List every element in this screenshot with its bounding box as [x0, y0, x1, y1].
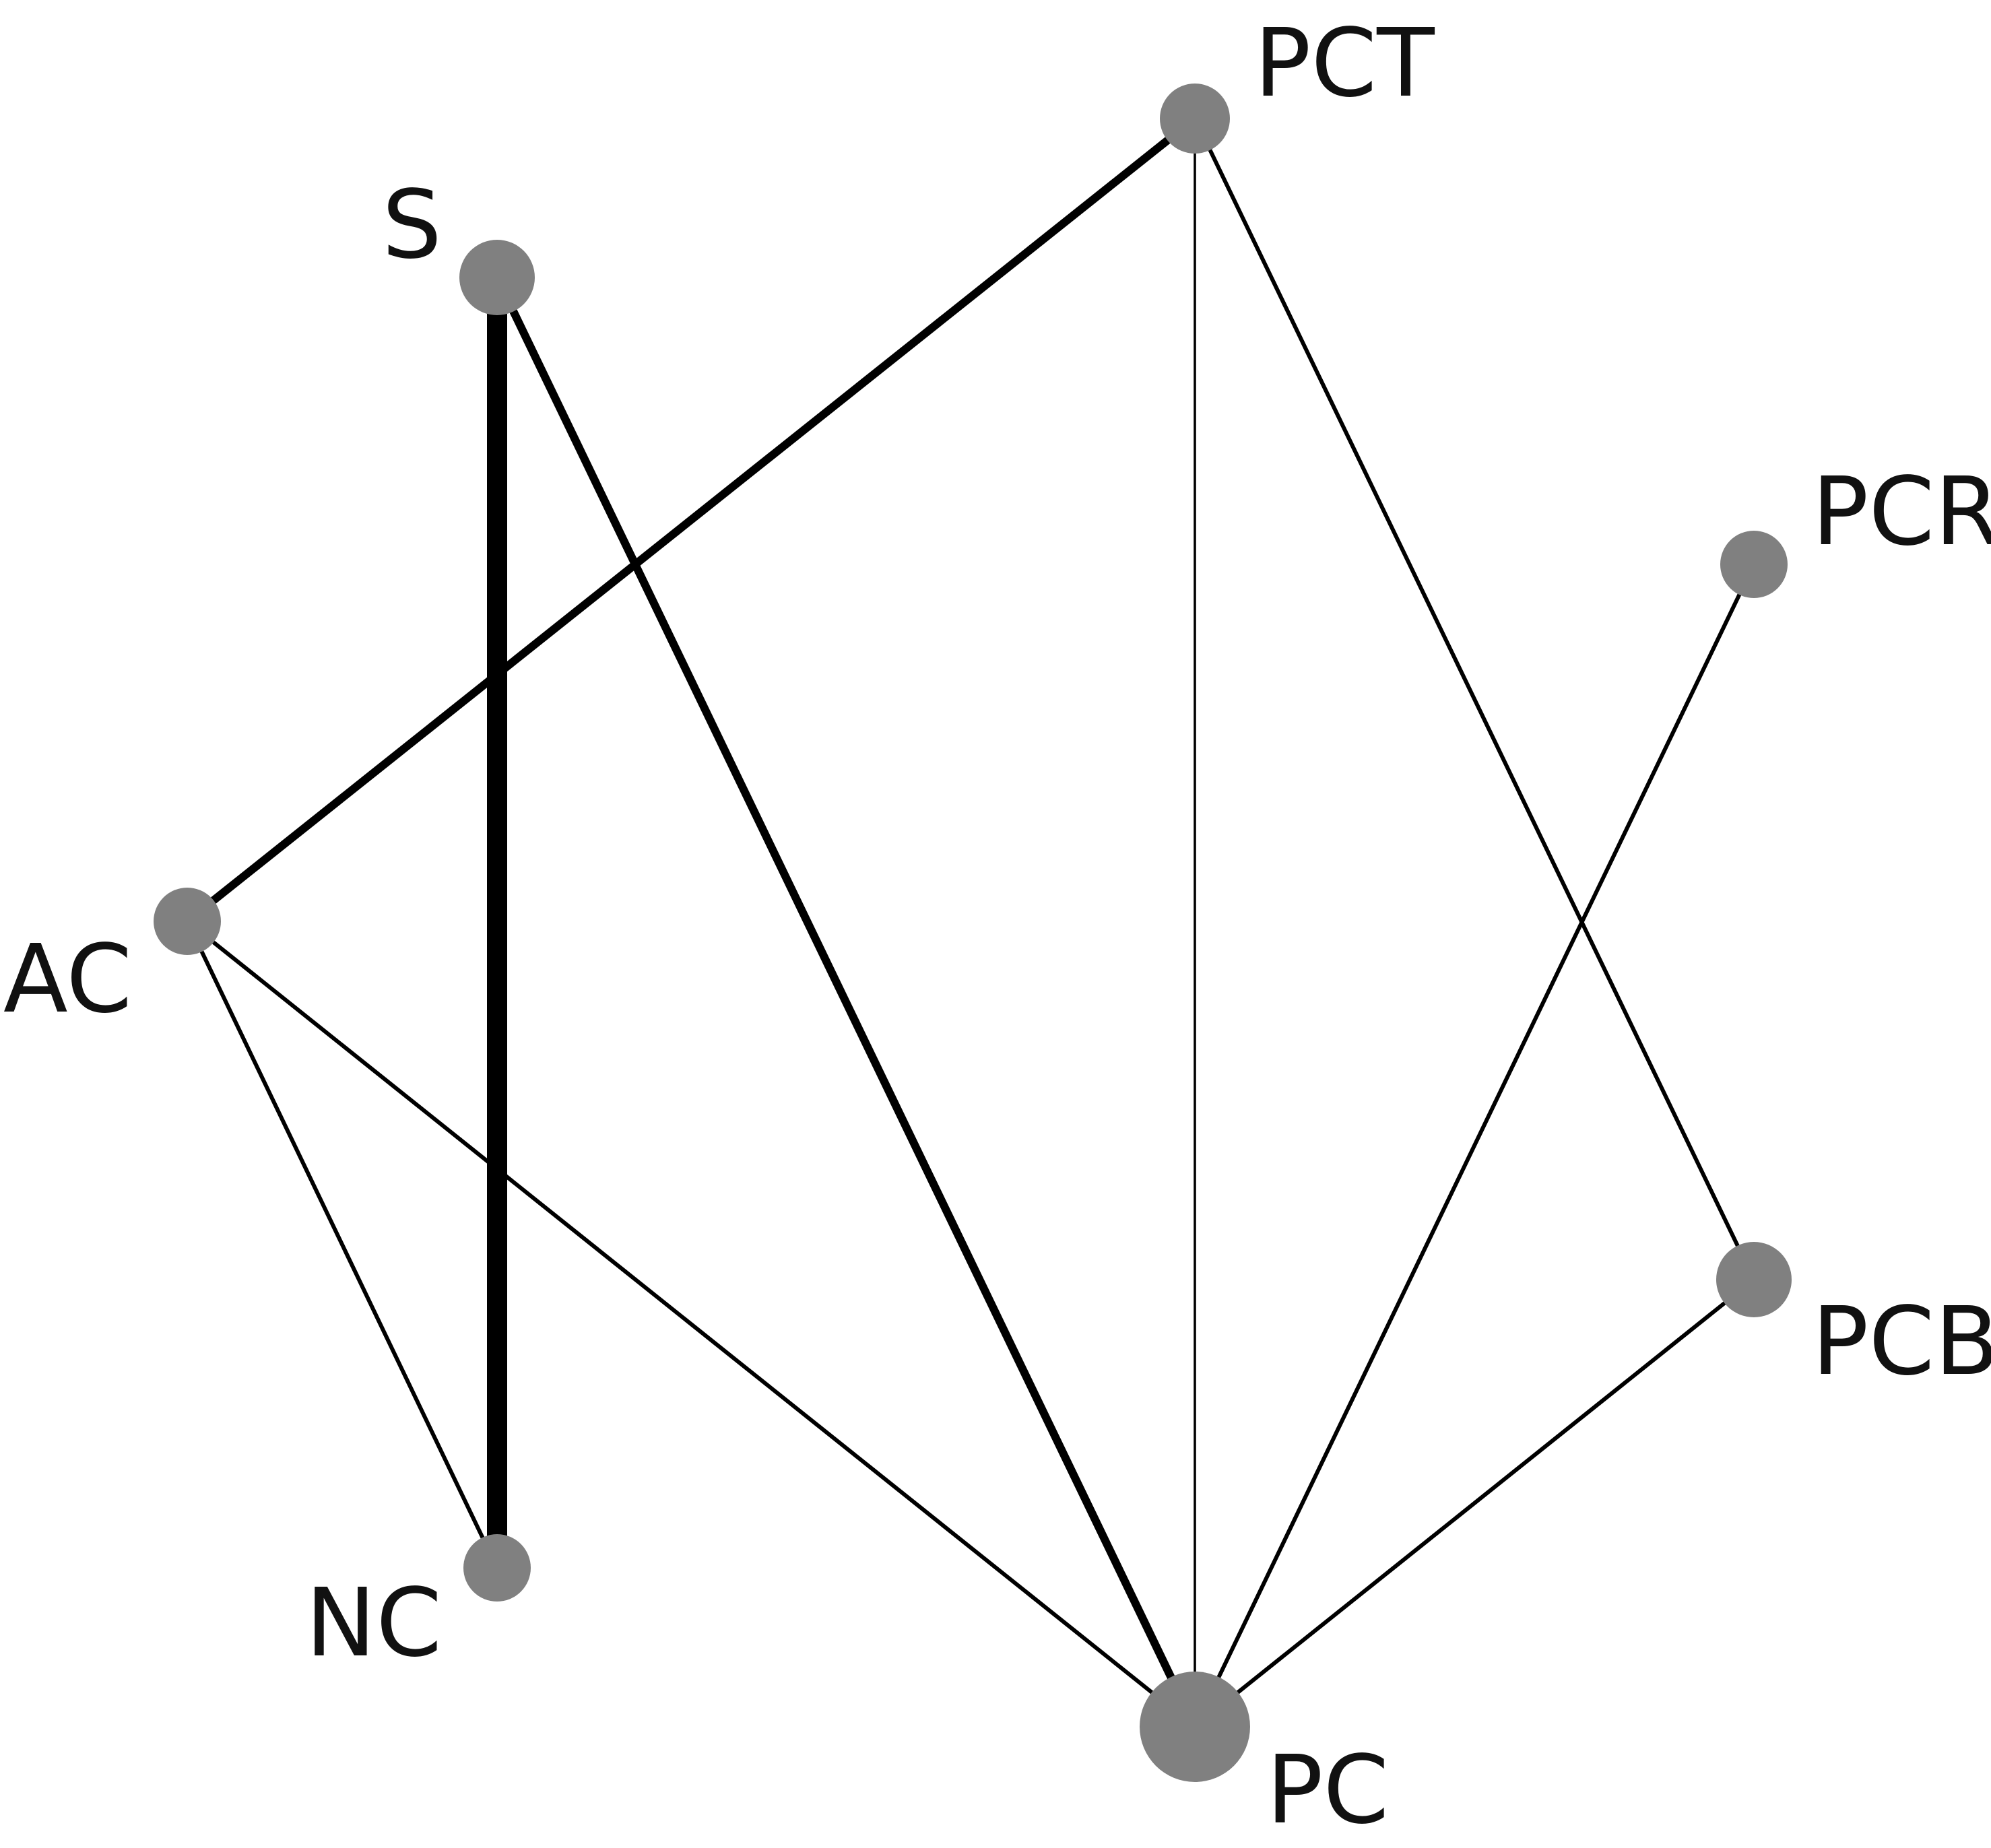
node-label-pc: PC: [1266, 1736, 1389, 1845]
edge-pcb-pc: [1194, 1278, 1755, 1729]
edge-ac-pct: [185, 115, 1198, 925]
edge-s-pc: [493, 275, 1199, 1729]
node-pcb: [1716, 1242, 1792, 1317]
node-label-nc: NC: [306, 1569, 442, 1678]
nodes-layer: [154, 84, 1792, 1782]
node-pc: [1140, 1672, 1250, 1782]
edge-ac-nc: [185, 920, 499, 1569]
edge-pcr-pc: [1193, 563, 1756, 1728]
edge-pct-pcb: [1193, 117, 1756, 1281]
node-label-s: S: [382, 170, 442, 280]
node-s: [459, 240, 535, 315]
node-pcr: [1720, 531, 1788, 598]
node-label-pcb: PCB: [1812, 1287, 1991, 1397]
labels-layer: PCT S PCR AC PCB NC PC: [3, 9, 1991, 1845]
node-ac: [154, 888, 221, 955]
node-label-pct: PCT: [1254, 9, 1435, 119]
node-label-pcr: PCR: [1812, 457, 1991, 567]
node-pct: [1160, 84, 1230, 154]
edge-ac-pc: [186, 919, 1196, 1729]
node-label-ac: AC: [3, 925, 132, 1034]
node-nc: [463, 1534, 531, 1602]
edges-layer: [185, 115, 1756, 1729]
